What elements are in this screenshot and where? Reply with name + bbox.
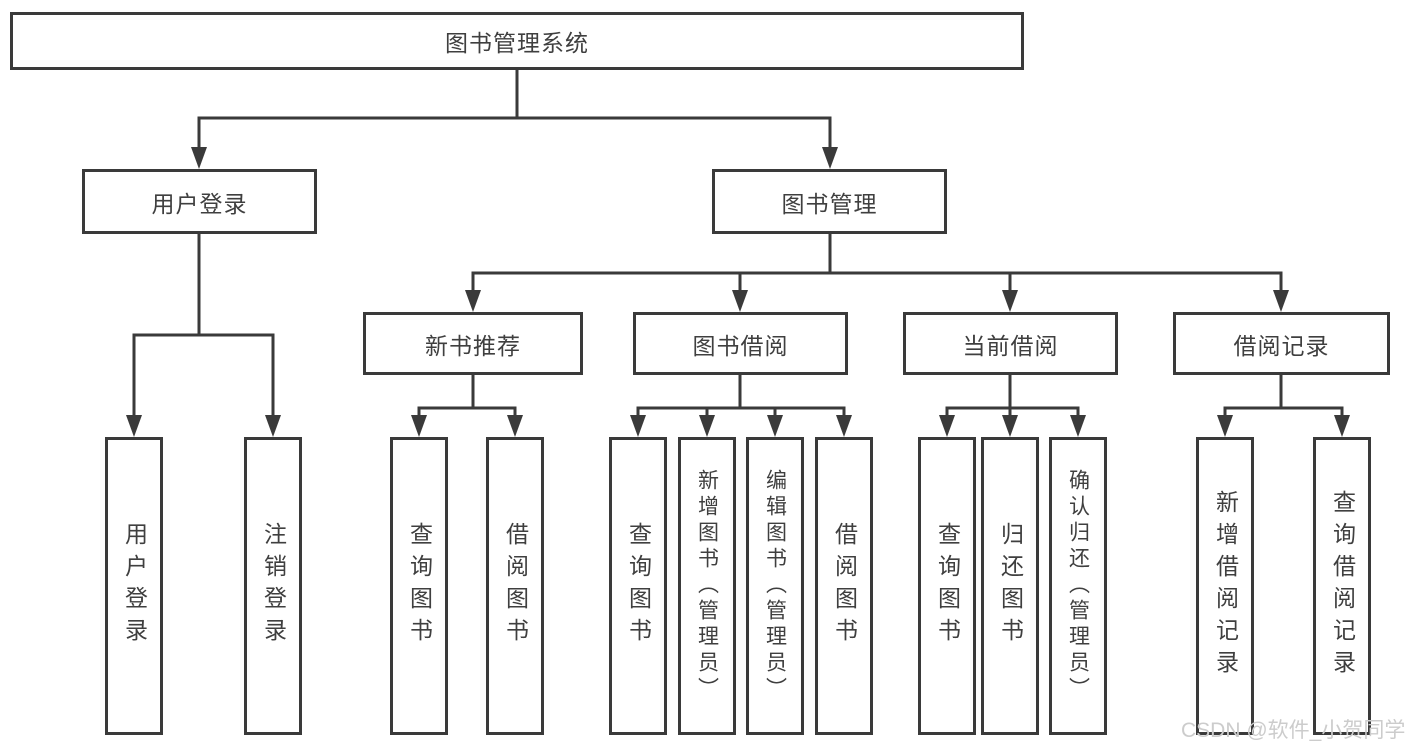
node-add-borrow-record: 新增借阅记录 (1196, 437, 1254, 735)
node-borrow-records-label: 借阅记录 (1233, 332, 1330, 359)
node-add-books-admin-label: 新增图书（管理员） (695, 469, 719, 703)
node-query-books-current: 查询图书 (918, 437, 976, 735)
node-query-borrow-record: 查询借阅记录 (1313, 437, 1371, 735)
node-borrow-records: 借阅记录 (1173, 312, 1390, 375)
node-book-management-label: 图书管理 (781, 190, 878, 217)
node-current-borrow: 当前借阅 (903, 312, 1118, 375)
node-logout: 注销登录 (244, 437, 302, 735)
node-confirm-return-admin: 确认归还（管理员） (1049, 437, 1107, 735)
node-current-borrow-label: 当前借阅 (962, 332, 1059, 359)
node-query-books-current-label: 查询图书 (934, 522, 961, 650)
node-user-login-leaf-label: 用户登录 (121, 522, 148, 650)
node-library-system-label: 图书管理系统 (445, 30, 589, 56)
node-edit-books-admin-label: 编辑图书（管理员） (763, 469, 787, 703)
node-new-book-recommend-label: 新书推荐 (425, 332, 521, 359)
node-borrow-books-recommend: 借阅图书 (486, 437, 544, 735)
arrowheads (126, 147, 1350, 437)
node-add-borrow-record-label: 新增借阅记录 (1212, 490, 1239, 682)
node-return-books-label: 归还图书 (997, 522, 1024, 650)
node-user-login: 用户登录 (82, 169, 317, 234)
node-book-borrow: 图书借阅 (633, 312, 848, 375)
node-edit-books-admin: 编辑图书（管理员） (746, 437, 804, 735)
csdn-watermark: CSDN @软件_小贺同学 (1181, 719, 1405, 742)
node-book-borrow-label: 图书借阅 (692, 332, 789, 359)
node-user-login-label: 用户登录 (151, 190, 248, 217)
node-query-borrow-record-label: 查询借阅记录 (1329, 490, 1356, 682)
node-query-books-recommend: 查询图书 (390, 437, 448, 735)
node-confirm-return-admin-label: 确认归还（管理员） (1066, 469, 1090, 703)
node-query-books-borrow: 查询图书 (609, 437, 667, 735)
node-new-book-recommend: 新书推荐 (363, 312, 583, 375)
node-book-management: 图书管理 (712, 169, 947, 234)
node-add-books-admin: 新增图书（管理员） (678, 437, 736, 735)
node-user-login-leaf: 用户登录 (105, 437, 163, 735)
node-query-books-recommend-label: 查询图书 (406, 522, 433, 650)
node-library-system: 图书管理系统 (10, 12, 1024, 70)
node-return-books: 归还图书 (981, 437, 1039, 735)
node-borrow-books-recommend-label: 借阅图书 (502, 522, 529, 650)
node-query-books-borrow-label: 查询图书 (625, 522, 652, 650)
node-logout-label: 注销登录 (260, 522, 287, 650)
node-borrow-books: 借阅图书 (815, 437, 873, 735)
node-borrow-books-label: 借阅图书 (831, 522, 858, 650)
